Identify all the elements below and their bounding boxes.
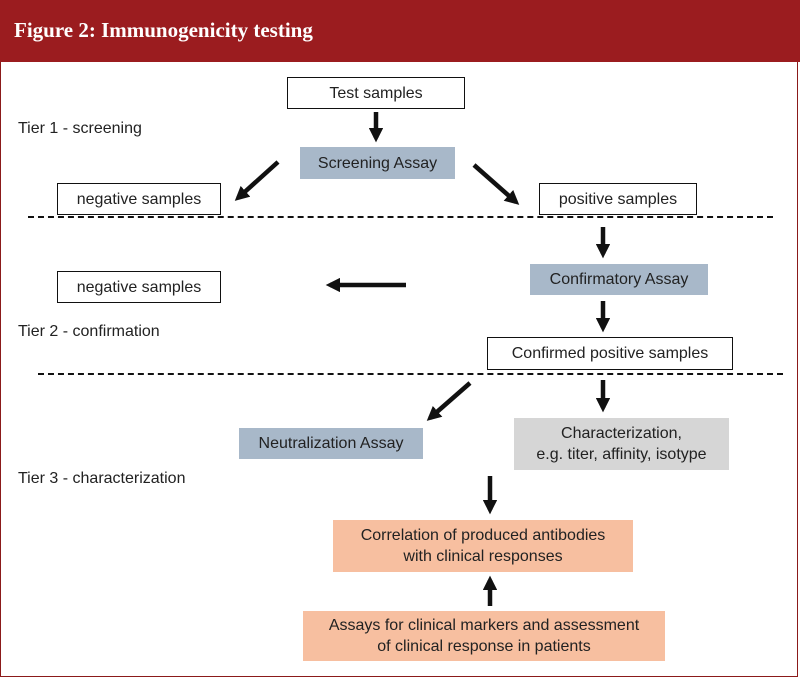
test-samples-box: Test samples: [287, 77, 465, 109]
characterization-box: Characterization, e.g. titer, affinity, …: [514, 418, 729, 470]
arrow-confirmed-to-neutralization: [426, 381, 472, 421]
negative-samples-box-1: negative samples: [57, 183, 221, 215]
clinical-assays-box: Assays for clinical markers and assessme…: [303, 611, 665, 661]
negative-samples-box-2: negative samples: [57, 271, 221, 303]
characterization-line-1: Characterization,: [561, 425, 682, 442]
tier-3-label: Tier 3 - characterization: [18, 470, 186, 487]
correlation-line-1: Correlation of produced antibodies: [360, 527, 606, 544]
clinical-assays-line-2: of clinical response in patients: [377, 638, 591, 655]
confirmatory-assay-box: Confirmatory Assay: [530, 264, 708, 295]
confirmed-positive-samples-box: Confirmed positive samples: [487, 337, 733, 370]
tier-separator-1: [28, 216, 773, 218]
figure-title: Figure 2: Immunogenicity testing: [14, 18, 313, 42]
tier-separator-2: [38, 373, 783, 375]
neutralization-assay-box: Neutralization Assay: [239, 428, 423, 459]
tier-2-label: Tier 2 - confirmation: [18, 323, 160, 340]
title-bar: Figure 2: Immunogenicity testing: [0, 0, 800, 62]
tier-1-label: Tier 1 - screening: [18, 120, 142, 137]
arrow-screening-to-negative: [234, 160, 280, 201]
characterization-line-2: e.g. titer, affinity, isotype: [536, 446, 707, 463]
arrow-screening-to-positive: [472, 163, 520, 205]
positive-samples-box: positive samples: [539, 183, 697, 215]
clinical-assays-line-1: Assays for clinical markers and assessme…: [328, 617, 640, 634]
correlation-box: Correlation of produced antibodies with …: [333, 520, 633, 572]
correlation-line-2: with clinical responses: [403, 548, 563, 565]
screening-assay-box: Screening Assay: [300, 147, 455, 179]
